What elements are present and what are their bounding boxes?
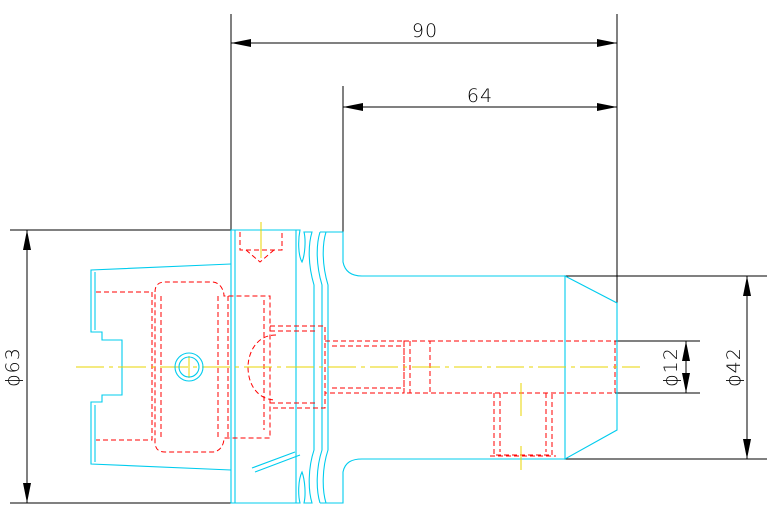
dimension-shank-length: 64: [342, 85, 617, 232]
dimension-overall-length: 90: [230, 14, 618, 305]
hidden-features: [96, 232, 616, 457]
dimension-nose-diameter: ϕ42: [565, 275, 767, 460]
cross-hole-circle: [174, 352, 204, 382]
dimension-bore-diameter: ϕ12: [615, 340, 700, 394]
flange-diameter-label: ϕ63: [2, 347, 24, 387]
dimension-flange-diameter: ϕ63: [2, 229, 231, 504]
overall-length-label: 90: [412, 20, 438, 42]
centerlines: [76, 222, 640, 470]
bore-diameter-label: ϕ12: [660, 347, 682, 387]
shank-length-label: 64: [467, 85, 493, 107]
nose-diameter-label: ϕ42: [723, 347, 745, 387]
